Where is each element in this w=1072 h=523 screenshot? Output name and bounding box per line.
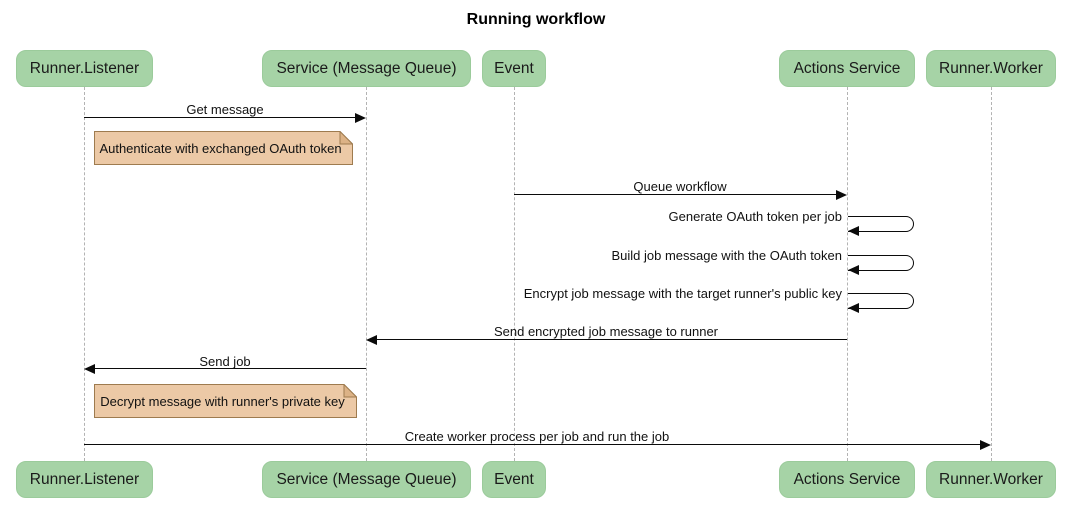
- actor-runner-listener-top: Runner.Listener: [16, 50, 153, 87]
- message-label-create-worker: Create worker process per job and run th…: [404, 429, 670, 444]
- message-line-send-job: [94, 368, 366, 369]
- arrowhead-left-icon: [366, 335, 377, 345]
- diagram-title: Running workflow: [466, 11, 606, 28]
- self-message-loop-icon: [848, 293, 914, 309]
- message-label-generate-oauth-token: Generate OAuth token per job: [668, 209, 842, 224]
- arrowhead-right-icon: [980, 440, 991, 450]
- actor-event-top: Event: [482, 50, 546, 87]
- message-line-queue-workflow: [514, 194, 837, 195]
- note-shape-icon: [94, 384, 357, 418]
- arrowhead-left-icon: [848, 265, 859, 275]
- note-text: Decrypt message with runner's private ke…: [100, 393, 345, 409]
- actor-event-bottom: Event: [482, 461, 546, 498]
- message-label-queue-workflow: Queue workflow: [633, 179, 727, 194]
- message-label-send-encrypted-job: Send encrypted job message to runner: [493, 324, 719, 339]
- actor-actions-service-top: Actions Service: [779, 50, 915, 87]
- actor-service-message-queue-bottom: Service (Message Queue): [262, 461, 471, 498]
- note-authenticate: Authenticate with exchanged OAuth token: [94, 131, 353, 165]
- actor-runner-worker-top: Runner.Worker: [926, 50, 1056, 87]
- arrowhead-right-icon: [836, 190, 847, 200]
- message-label-build-job-message: Build job message with the OAuth token: [611, 248, 842, 263]
- message-line-get-message: [84, 117, 356, 118]
- lifeline-service-message-queue: [366, 87, 367, 461]
- message-line-create-worker: [84, 444, 981, 445]
- note-decrypt: Decrypt message with runner's private ke…: [94, 384, 357, 418]
- lifeline-actions-service: [847, 87, 848, 461]
- note-text: Authenticate with exchanged OAuth token: [99, 140, 342, 156]
- message-label-send-job: Send job: [199, 354, 251, 369]
- lifeline-runner-listener: [84, 87, 85, 461]
- arrowhead-right-icon: [355, 113, 366, 123]
- actor-actions-service-bottom: Actions Service: [779, 461, 915, 498]
- self-message-loop-icon: [848, 255, 914, 271]
- actor-service-message-queue-top: Service (Message Queue): [262, 50, 471, 87]
- lifeline-event: [514, 87, 515, 461]
- actor-runner-listener-bottom: Runner.Listener: [16, 461, 153, 498]
- message-label-encrypt-job-message: Encrypt job message with the target runn…: [523, 286, 842, 301]
- message-line-send-encrypted-job: [376, 339, 847, 340]
- actor-runner-worker-bottom: Runner.Worker: [926, 461, 1056, 498]
- note-shape-icon: [94, 131, 353, 165]
- arrowhead-left-icon: [84, 364, 95, 374]
- arrowhead-left-icon: [848, 226, 859, 236]
- arrowhead-left-icon: [848, 303, 859, 313]
- self-message-loop-icon: [848, 216, 914, 232]
- lifeline-runner-worker: [991, 87, 992, 461]
- message-label-get-message: Get message: [186, 102, 264, 117]
